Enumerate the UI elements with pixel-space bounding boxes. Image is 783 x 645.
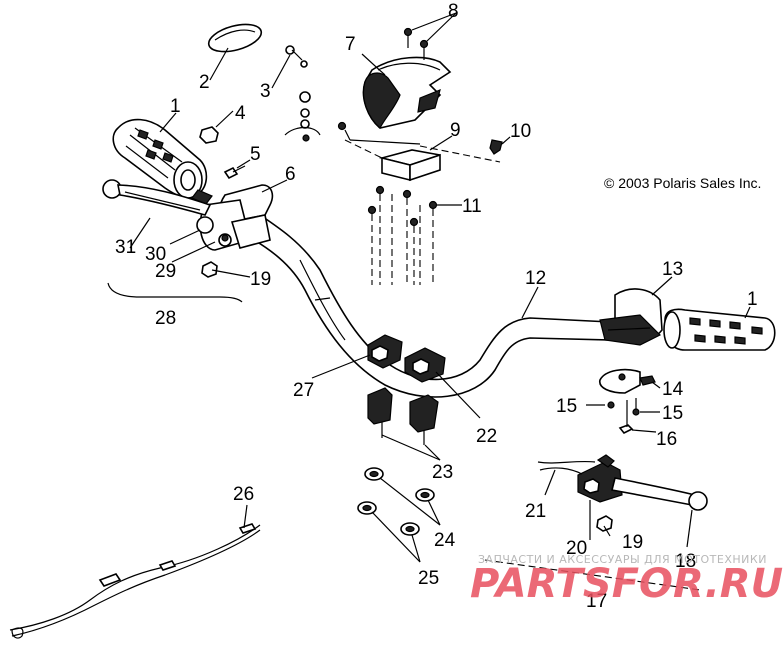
callout-17: 17 <box>586 591 607 612</box>
callout-24: 24 <box>434 530 456 551</box>
callout-18: 18 <box>675 551 696 572</box>
callout-22: 22 <box>476 426 497 447</box>
bolt-10 <box>489 139 503 155</box>
master-cylinder <box>191 184 274 251</box>
clamp-27 <box>367 334 403 369</box>
switch-housing <box>362 56 452 129</box>
callout-30: 30 <box>145 244 166 265</box>
callout-29: 29 <box>155 261 176 282</box>
callout-7: 7 <box>345 34 356 55</box>
callout-15-left: 15 <box>556 396 577 417</box>
screw-housing <box>337 121 421 145</box>
callout-31: 31 <box>115 237 136 258</box>
callout-26: 26 <box>233 484 254 505</box>
left-brake-lever <box>102 179 212 216</box>
group-bracket-28 <box>107 282 243 303</box>
switch-cap <box>207 23 263 53</box>
callout-1-right: 1 <box>747 289 758 310</box>
callout-19-left: 19 <box>250 269 271 290</box>
copyright-notice: © 2003 Polaris Sales Inc. <box>604 175 761 191</box>
callout-15-right: 15 <box>662 403 683 424</box>
callout-11: 11 <box>462 196 482 217</box>
watermark-caption: ЗАПЧАСТИ И АКСЕССУАРЫ ДЛЯ МОТОТЕХНИКИ <box>478 553 767 566</box>
callout-28: 28 <box>155 308 176 329</box>
screw-16 <box>618 400 634 435</box>
clamp-22 <box>404 347 446 383</box>
cable-21 <box>537 460 596 475</box>
spring-kit <box>284 45 321 142</box>
callout-12: 12 <box>525 268 546 289</box>
callout-1-left: 1 <box>170 96 181 117</box>
callout-21: 21 <box>525 501 546 522</box>
callout-5: 5 <box>250 144 261 165</box>
right-lever-assembly <box>577 454 708 511</box>
callout-9: 9 <box>450 120 461 141</box>
nut-4 <box>199 126 219 144</box>
washers <box>357 467 435 536</box>
leader-lines <box>129 12 751 563</box>
risers-23 <box>367 387 439 445</box>
callout-27: 27 <box>293 380 314 401</box>
throttle-housing <box>599 288 663 346</box>
watermark: ЗАПЧАСТИ И АКСЕССУАРЫ ДЛЯ МОТОТЕХНИКИ PA… <box>470 553 783 607</box>
callout-6: 6 <box>285 164 296 185</box>
callout-10: 10 <box>510 121 531 142</box>
nut-19-left <box>201 261 218 278</box>
callout-16: 16 <box>656 429 677 450</box>
right-grip <box>663 308 776 351</box>
screw-5 <box>223 165 246 180</box>
watermark-brand-logo: PARTSFOR.RU <box>470 561 783 607</box>
callout-4: 4 <box>235 103 246 124</box>
callout-25: 25 <box>418 568 439 589</box>
callout-20: 20 <box>566 538 587 559</box>
callout-2: 2 <box>199 72 210 93</box>
callout-19-right: 19 <box>622 532 643 553</box>
callout-23: 23 <box>432 462 453 483</box>
cable-26 <box>9 523 261 639</box>
callouts: 1 2 3 4 5 6 7 8 9 10 11 12 13 1 14 15 15… <box>115 1 758 612</box>
screw-15a <box>607 401 615 409</box>
throttle-switch <box>599 368 656 394</box>
left-grip <box>112 118 208 199</box>
bolts-11 <box>367 185 438 285</box>
screw-15b <box>632 398 640 416</box>
bracket-9 <box>378 149 441 182</box>
callout-8: 8 <box>448 1 459 22</box>
nut-19-right <box>596 515 613 532</box>
callout-3: 3 <box>260 81 271 102</box>
callout-13: 13 <box>662 259 683 280</box>
callout-14: 14 <box>662 379 684 400</box>
bolts-8 <box>403 27 429 60</box>
